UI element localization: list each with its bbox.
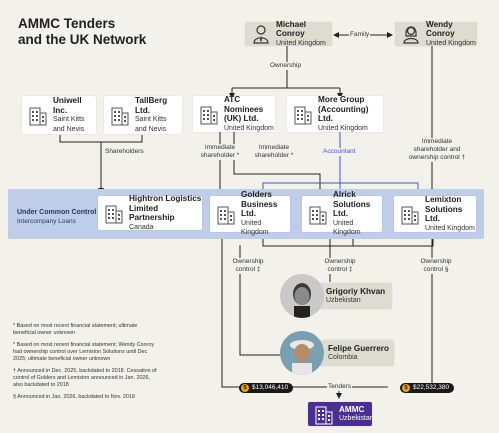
card-uniwell[interactable]: Uniwell Inc. Saint Kitts and Nevis: [22, 96, 96, 134]
footnote: § Announced in Jan. 2026, backdated to N…: [13, 394, 135, 400]
uniwell-country-1: Saint Kitts: [53, 116, 85, 123]
wendy-country: United Kingdom: [426, 39, 476, 47]
building-icon: [105, 205, 123, 224]
tallberg-country-1: Saint Kitts: [135, 116, 167, 123]
card-atc-nominees[interactable]: ATC Nominees (UK) Ltd. United Kingdom: [193, 95, 275, 132]
hightron-name-2: Limited Partnership: [129, 203, 175, 223]
hightron-name-1: Hightron Logistics: [129, 194, 202, 203]
card-hightron[interactable]: Hightron Logistics Limited Partnership C…: [98, 194, 202, 231]
grigoriy-photo: [280, 274, 324, 318]
footnote: * Based on most recent financial stateme…: [13, 323, 138, 336]
label-immediate-shareholder-2: Immediate shareholder *: [250, 144, 298, 160]
michael-country: United Kingdom: [276, 39, 326, 47]
building-icon: [29, 107, 47, 126]
felipe-name: Felipe Guerrero: [328, 343, 389, 353]
band-subtitle: Intercompany Loans: [17, 218, 76, 225]
amount-right-badge: $ $22,532,380: [400, 383, 455, 393]
shareholders-edge: [59, 135, 143, 193]
uniwell-name: Uniwell Inc.: [53, 96, 82, 115]
person-icon: [403, 26, 419, 44]
ammc-name: AMMC: [339, 404, 365, 414]
card-lemixton[interactable]: Lemixton Solutions Ltd. United Kingdom: [394, 195, 476, 232]
label-tenders: Tenders: [327, 383, 353, 391]
felipe-photo: [280, 331, 324, 375]
footnote: * Based on most recent financial stateme…: [13, 342, 155, 362]
moregroup-name-1: More Group: [318, 95, 365, 104]
lemixton-country: United Kingdom: [425, 224, 475, 232]
building-icon: [111, 107, 129, 126]
card-golders[interactable]: Golders Business Ltd. United Kingdom: [210, 190, 290, 236]
tallberg-name: TallBerg Ltd.: [135, 96, 168, 115]
moregroup-country: United Kingdom: [318, 124, 368, 132]
lemixton-name-1: Lemixton: [425, 195, 462, 204]
golders-name-2: Business Ltd.: [241, 199, 278, 219]
atc-country: United Kingdom: [224, 124, 274, 132]
alrick-country: United Kingdom: [333, 219, 361, 237]
label-immediate-shareholder-1: Immediate shareholder *: [196, 144, 244, 160]
golders-country: United Kingdom: [241, 219, 269, 237]
title-line-2: and the UK Network: [18, 32, 147, 47]
amount-left-badge: $ $13,046,410: [239, 383, 294, 393]
card-tallberg[interactable]: TallBerg Ltd. Saint Kitts and Nevis: [104, 96, 182, 134]
coin-icon: $: [241, 384, 249, 392]
band-title: Under Common Control: [17, 209, 97, 216]
michael-name: Michael Conroy: [276, 19, 307, 39]
label-ownership: Ownership: [269, 62, 303, 70]
ownership-control-1: [221, 233, 240, 388]
card-alrick[interactable]: Alrick Solutions Ltd. United Kingdom: [302, 190, 382, 236]
label-shareholders: Shareholders: [104, 148, 145, 156]
title-line-1: AMMC Tenders: [18, 16, 116, 31]
label-accountant: Accountant: [322, 148, 357, 156]
atc-name-2: (UK) Ltd.: [224, 114, 259, 123]
diagram-title: AMMC Tenders and the UK Network: [18, 16, 158, 48]
person-icon: [253, 25, 269, 44]
golders-name-1: Golders: [241, 190, 272, 200]
wendy-name: Wendy Conroy: [426, 19, 455, 39]
atc-to-alrick-edge: [233, 132, 323, 197]
grigoriy-country: Uzbekistan: [326, 297, 361, 304]
label-family: Family: [349, 31, 371, 39]
building-icon: [200, 106, 218, 125]
atc-name-1: ATC Nominees: [224, 95, 264, 114]
footnote: † Announced in Dec. 2025, backdated to 2…: [13, 368, 157, 388]
building-icon: [315, 406, 333, 425]
amount-left: $13,046,410: [252, 384, 289, 391]
lemixton-name-2: Solutions Ltd.: [425, 204, 463, 224]
michael-ownership-edge: [231, 46, 341, 100]
hightron-country: Canada: [129, 223, 154, 231]
amount-right: $22,532,380: [413, 384, 450, 391]
building-icon: [401, 206, 419, 225]
ammc-country: Uzbekistan: [339, 415, 374, 422]
grigoriy-name: Grigoriy Khvan: [326, 286, 386, 296]
uniwell-country-2: and Nevis: [53, 125, 85, 133]
footnotes: * Based on most recent financial stateme…: [13, 323, 161, 406]
label-immediate-shareholder-ownership: Immediate shareholder and ownership cont…: [404, 138, 470, 162]
felipe-country: Colombia: [328, 354, 358, 361]
alrick-name-2: Solutions Ltd.: [333, 199, 371, 219]
card-more-group[interactable]: More Group (Accounting) Ltd. United King…: [287, 95, 383, 132]
moregroup-name-2: (Accounting) Ltd.: [318, 104, 369, 124]
alrick-name-1: Alrick: [333, 190, 356, 200]
band-label: Under Common Control Intercompany Loans: [17, 208, 96, 226]
label-ownership-control-1: Ownership control ‡: [229, 258, 267, 274]
building-icon: [217, 206, 235, 225]
label-ownership-control-2: Ownership control ‡: [321, 258, 359, 274]
building-icon: [294, 106, 312, 125]
ownership-control-3: [400, 233, 433, 388]
tallberg-country-2: and Nevis: [135, 125, 167, 133]
card-wendy-conroy[interactable]: Wendy Conroy United Kingdom: [395, 19, 477, 47]
card-ammc[interactable]: AMMC Uzbekistan: [308, 402, 374, 426]
card-michael-conroy[interactable]: Michael Conroy United Kingdom: [245, 19, 332, 47]
coin-icon: $: [402, 384, 410, 392]
building-icon: [309, 206, 327, 225]
label-ownership-control-3: Ownership control §: [417, 258, 455, 274]
